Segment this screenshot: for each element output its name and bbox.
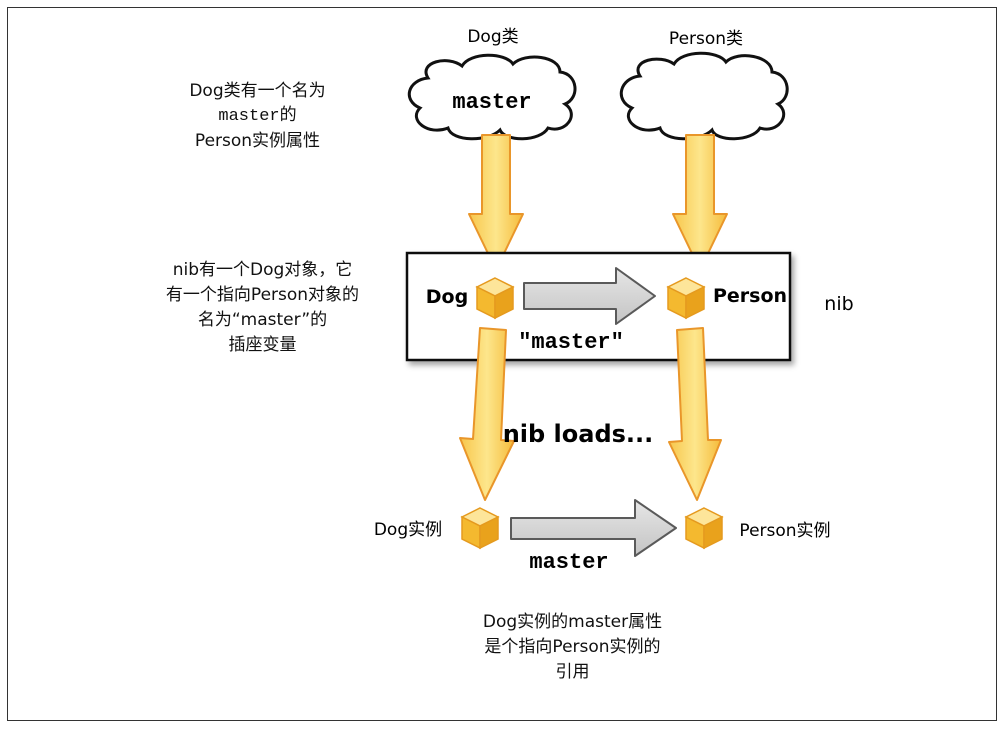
class-note-line-3: Person实例属性 bbox=[194, 131, 321, 151]
person-class-header: Person类 bbox=[669, 29, 743, 49]
instance-note: Dog实例的master属性 是个指向Person实例的 引用 bbox=[455, 610, 690, 685]
person-nib-to-instance-arrow bbox=[668, 327, 722, 501]
person-instance-label: Person实例 bbox=[739, 521, 830, 541]
instance-note-line-2: 是个指向Person实例的 bbox=[484, 637, 661, 657]
nib-note: nib有一个Dog对象，它 有一个指向Person对象的 名为“master”的… bbox=[140, 258, 385, 358]
reference-label: master bbox=[529, 550, 608, 575]
nib-side-label: nib bbox=[824, 293, 853, 315]
dog-instance-label: Dog实例 bbox=[374, 520, 442, 540]
dog-class-cloud bbox=[407, 53, 577, 141]
person-class-to-nib-arrow bbox=[672, 134, 728, 271]
nib-person-label: Person bbox=[713, 285, 787, 307]
instance-note-line-3: 引用 bbox=[555, 662, 590, 682]
nib-dog-label: Dog bbox=[426, 286, 468, 308]
class-note: Dog类有一个名为 master的 Person实例属性 bbox=[150, 79, 365, 154]
dog-cloud-text: master bbox=[452, 90, 531, 115]
dog-instance-cube-icon bbox=[460, 507, 500, 550]
nib-loads-label: nib loads... bbox=[503, 420, 654, 448]
dog-class-to-nib-arrow bbox=[468, 134, 524, 271]
person-class-cloud bbox=[619, 51, 789, 141]
person-instance-cube-icon bbox=[684, 507, 724, 550]
dog-object-cube-icon bbox=[475, 277, 515, 320]
figure-frame bbox=[7, 7, 997, 721]
nib-note-line-3: 名为“master”的 bbox=[197, 310, 328, 330]
outlet-arrow bbox=[523, 267, 656, 325]
nib-note-line-4: 插座变量 bbox=[228, 335, 297, 355]
reference-arrow bbox=[510, 499, 677, 557]
nib-note-line-1: nib有一个Dog对象，它 bbox=[172, 260, 353, 280]
class-note-line-1: Dog类有一个名为 bbox=[189, 81, 326, 101]
dog-class-header: Dog类 bbox=[467, 27, 518, 47]
class-note-line-2: master的 bbox=[218, 107, 297, 126]
nib-outlet-label: "master" bbox=[518, 330, 624, 355]
person-object-cube-icon bbox=[666, 277, 706, 320]
nib-note-line-2: 有一个指向Person对象的 bbox=[165, 285, 360, 305]
instance-note-line-1: Dog实例的master属性 bbox=[482, 612, 663, 632]
dog-nib-to-instance-arrow bbox=[459, 327, 515, 501]
